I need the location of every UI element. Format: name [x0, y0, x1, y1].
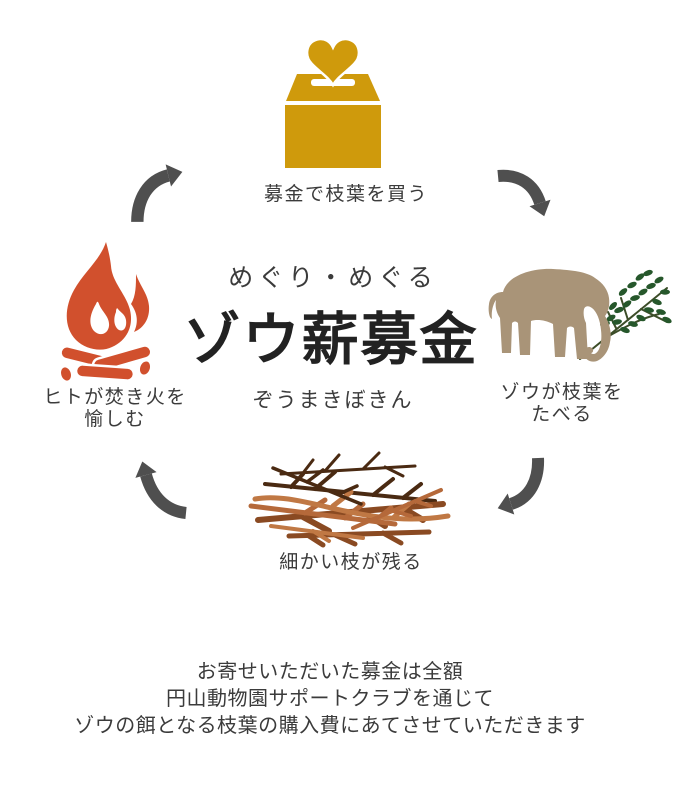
- center-title-reading: ぞうまきぼきん: [252, 389, 414, 412]
- step-label-donation: 募金で枝葉を買う: [263, 184, 429, 205]
- branch-leaves: [600, 269, 672, 334]
- footer-note: お寄せいただいた募金は全額 円山動物園サポートクラブを通じて ゾウの餌となる枝葉…: [74, 659, 586, 740]
- campfire-icon: [58, 242, 153, 384]
- step-label-fire: ヒトが焚き火を 愉しむ: [43, 387, 187, 431]
- footer-note-line3: ゾウの餌となる枝葉の購入費にあてさせていただきます: [74, 715, 586, 737]
- donation-box-heart-icon: [285, 37, 381, 168]
- branch-pile-icon: [248, 451, 451, 548]
- step-label-elephant-line1: ゾウが枝葉を: [500, 382, 624, 403]
- elephant-eating-branch-icon: [488, 268, 672, 362]
- center-tagline: めぐり・めぐる: [228, 264, 438, 292]
- footer-note-line2: 円山動物園サポートクラブを通じて: [166, 688, 494, 710]
- footer-note-line1: お寄せいただいた募金は全額: [196, 661, 464, 683]
- step-label-elephant: ゾウが枝葉を たべる: [500, 382, 623, 426]
- curved-arrow-down-right-icon: [497, 169, 551, 217]
- step-label-fire-line1: ヒトが焚き火を: [43, 387, 187, 408]
- step-label-elephant-line2: たべる: [531, 404, 593, 425]
- campfire-logs: [58, 344, 153, 384]
- curved-arrow-up-right-icon: [131, 164, 183, 223]
- center-title: ゾウ薪募金: [183, 308, 479, 372]
- step-label-branches: 細かい枝が残る: [279, 552, 423, 573]
- step-label-fire-line2: 愉しむ: [84, 409, 146, 430]
- curved-arrow-up-left-icon: [135, 461, 188, 519]
- curved-arrow-down-left-icon: [497, 457, 545, 515]
